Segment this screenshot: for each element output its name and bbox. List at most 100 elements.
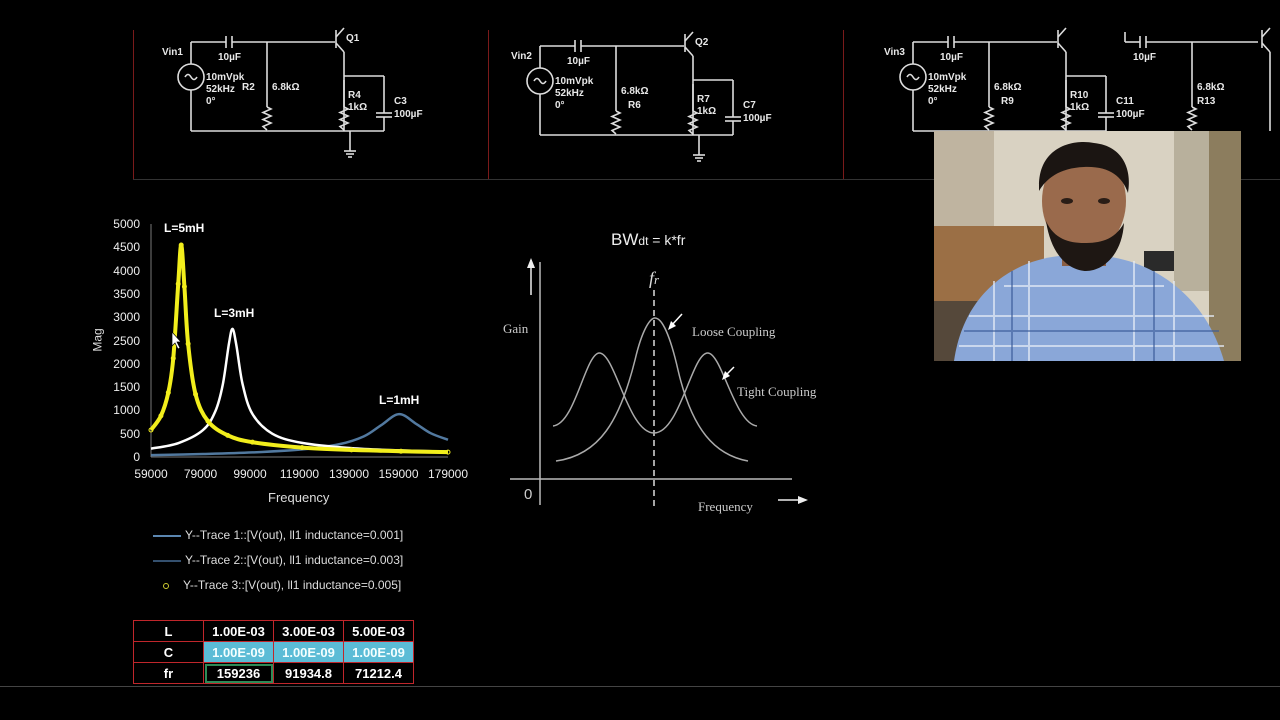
formula-rest: = k*fr — [648, 232, 686, 248]
sine-icon — [533, 77, 547, 85]
panel-divider — [133, 30, 134, 180]
bottom-divider — [0, 686, 1280, 687]
tight-coupling-curve — [552, 352, 758, 434]
series-line-trace1 — [150, 412, 449, 457]
source-label: Vin3 — [884, 47, 905, 58]
formula-sub: dt — [638, 234, 649, 248]
base-resistor-name: R6 — [628, 100, 641, 111]
table-row: C 1.00E-09 1.00E-09 1.00E-09 — [133, 641, 414, 663]
resistor-icon — [983, 106, 995, 131]
tight-arrow-head-icon — [722, 371, 730, 380]
mouse-cursor-icon — [171, 331, 182, 350]
source-spec-label: 10mVpk — [555, 76, 594, 87]
annotation-l1: L=1mH — [379, 393, 420, 407]
emitter-resistor-value: 1kΩ — [697, 106, 717, 117]
data-point-trace3 — [185, 341, 191, 347]
table-cell[interactable]: 71212.4 — [343, 662, 414, 684]
data-point-trace3 — [249, 439, 255, 445]
row-header[interactable]: fr — [133, 662, 204, 684]
base-resistor-name: R9 — [1001, 96, 1014, 107]
source-spec-label: 0° — [928, 96, 938, 107]
resistor-icon — [610, 110, 622, 135]
transistor-icon — [1057, 42, 1067, 53]
series-line-trace3 — [149, 242, 449, 455]
resistor-icon — [338, 106, 350, 131]
y-tick-label: 5000 — [113, 217, 140, 231]
lc-values-table: L 1.00E-03 3.00E-03 5.00E-03 C 1.00E-09 … — [133, 620, 414, 684]
coupling-cap-2-label: 10µF — [1133, 52, 1156, 63]
y-tick-label: 2500 — [113, 333, 140, 348]
source-spec-label: 10mVpk — [206, 72, 245, 83]
base-resistor-2-value: 6.8kΩ — [1197, 82, 1225, 93]
emitter-resistor-value: 1kΩ — [348, 102, 368, 113]
y-tick-label: 3000 — [113, 310, 140, 325]
transistor-icon — [684, 46, 694, 57]
table-row: fr 159236 91934.8 71212.4 — [133, 662, 414, 684]
transistor-icon — [684, 31, 694, 42]
row-header[interactable]: L — [133, 620, 204, 642]
emitter-resistor-value: 1kΩ — [1070, 102, 1090, 113]
coupling-cap-label: 10µF — [940, 52, 963, 63]
resistor-icon — [261, 106, 273, 131]
bypass-cap-name: C11 — [1116, 96, 1134, 107]
base-resistor-value: 6.8kΩ — [272, 82, 300, 93]
beard — [1046, 221, 1124, 271]
source-spec-label: 52kHz — [928, 84, 957, 95]
legend-label: Y--Trace 3::[V(out), ll1 inductance=0.00… — [183, 578, 402, 592]
table-cell[interactable]: 91934.8 — [273, 662, 344, 684]
series-line-trace2 — [150, 327, 449, 453]
sine-icon — [184, 73, 198, 81]
formula-bw: BW — [611, 230, 639, 249]
legend-item-trace2: Y--Trace 2::[V(out), ll1 inductance=0.00… — [153, 553, 403, 567]
data-point-trace3 — [165, 390, 171, 396]
data-point-trace3 — [181, 284, 187, 290]
table-cell[interactable]: 1.00E-03 — [203, 620, 274, 642]
annotation-l3: L=3mH — [214, 306, 255, 320]
data-point-trace3 — [193, 391, 199, 397]
bypass-cap-value: 100µF — [394, 109, 423, 120]
x-tick-label: 179000 — [427, 467, 469, 481]
panel-bottom-border — [133, 179, 1280, 180]
source-label: Vin2 — [511, 51, 532, 62]
transistor-icon — [1261, 42, 1271, 53]
base-resistor-2-name: R13 — [1197, 96, 1216, 107]
table-cell[interactable]: 5.00E-03 — [343, 620, 414, 642]
data-point-trace3 — [205, 418, 211, 424]
y-tick-label: 4000 — [113, 263, 140, 278]
x-tick-label: 139000 — [328, 467, 370, 481]
panel-divider — [843, 30, 844, 180]
transistor-label: Q1 — [346, 33, 360, 44]
fr-sub: r — [654, 272, 660, 287]
y-tick-label: 1000 — [113, 403, 140, 418]
wall-board — [934, 131, 994, 226]
legend-label: Y--Trace 2::[V(out), ll1 inductance=0.00… — [185, 553, 404, 567]
right-arrow-head-icon — [798, 496, 808, 504]
fr-f: f — [649, 268, 655, 288]
table-cell[interactable]: 1.00E-09 — [343, 641, 414, 663]
checked-shirt — [954, 256, 1224, 361]
transistor-icon — [1261, 27, 1271, 38]
base-resistor-name: R2 — [242, 82, 255, 93]
legend-line-icon — [153, 559, 181, 562]
presenter-face — [1042, 149, 1126, 253]
data-point-trace3 — [299, 445, 305, 451]
data-point-trace3 — [398, 448, 404, 454]
table-cell[interactable]: 3.00E-03 — [273, 620, 344, 642]
legend-label: Y--Trace 1::[V(out), ll1 inductance=0.00… — [185, 528, 404, 542]
up-arrow-head-icon — [527, 258, 535, 268]
table-cell-selected[interactable]: 159236 — [203, 662, 274, 684]
loose-arrow-head-icon — [668, 321, 676, 330]
table-row: L 1.00E-03 3.00E-03 5.00E-03 — [133, 620, 414, 642]
x-tick-label: 99000 — [233, 467, 267, 481]
table-cell[interactable]: 1.00E-09 — [273, 641, 344, 663]
table-cell[interactable]: 1.00E-09 — [203, 641, 274, 663]
x-tick-label: 59000 — [134, 467, 168, 481]
monitor — [1144, 251, 1174, 271]
y-tick-label: 4500 — [113, 240, 140, 255]
base-resistor-value: 6.8kΩ — [994, 82, 1022, 93]
x-tick-label: 79000 — [183, 467, 218, 481]
bypass-cap-name: C3 — [394, 96, 407, 107]
x-tick-label: 159000 — [378, 467, 419, 481]
annotation-l5: L=5mH — [164, 221, 205, 235]
row-header[interactable]: C — [133, 641, 204, 663]
